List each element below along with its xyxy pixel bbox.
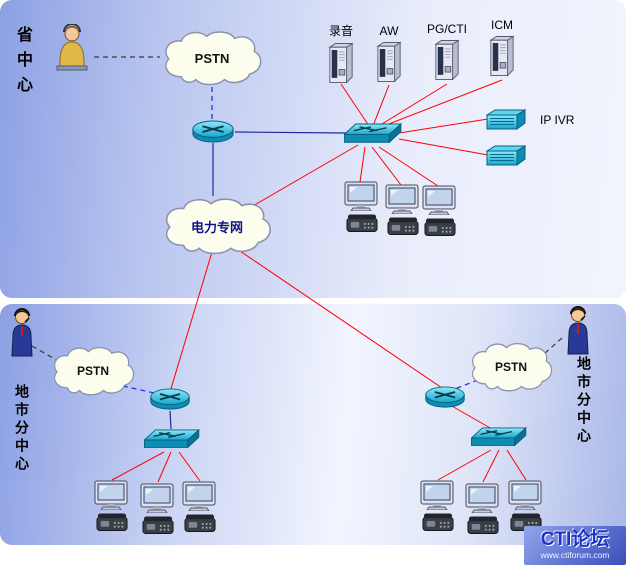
monitor-icon — [140, 483, 176, 513]
caller-icon-city-left — [4, 308, 40, 363]
monitor-icon — [344, 181, 380, 211]
workstation-left-2 — [138, 483, 178, 535]
link-switch-pc-3 — [378, 146, 439, 187]
pstn-cloud-province: PSTN — [158, 28, 266, 88]
ip-ivr-label: IP IVR — [540, 113, 575, 127]
link-caller-pstn-right — [543, 337, 563, 355]
link-switch-ivr-2 — [398, 138, 489, 156]
server-icon — [328, 41, 354, 85]
link-switchleft-pc-2 — [157, 451, 172, 483]
power-network-label: 电力专网 — [190, 219, 243, 235]
link-switch-powercloud — [245, 144, 359, 211]
link-switch-ivr-1 — [398, 118, 489, 134]
workstation-right-3 — [506, 480, 546, 532]
workstation-left-3 — [180, 481, 220, 533]
workstation-province-2 — [383, 184, 423, 236]
link-pstn-router-left — [113, 383, 155, 394]
link-switch-server-aw — [372, 84, 390, 127]
link-switch-pc-2 — [371, 146, 402, 186]
router-icon-city-left — [148, 387, 192, 417]
switch-icon-province — [344, 123, 402, 153]
link-switch-server-icm — [380, 79, 503, 128]
city-center-right-label: 地市分中心 — [576, 356, 592, 446]
server-recording: 录音 — [317, 22, 365, 85]
link-pstn-router-right — [451, 379, 479, 391]
phone-icon — [387, 216, 419, 236]
phone-icon — [184, 513, 216, 533]
province-center-label: 省中心 — [14, 26, 31, 101]
workstation-province-1 — [342, 181, 382, 233]
workstation-left-1 — [92, 480, 132, 532]
pstn-cloud-label: PSTN — [494, 360, 527, 374]
phone-icon — [142, 515, 174, 535]
server-aw: AW — [365, 24, 413, 84]
link-powercloud-router-left — [169, 251, 213, 393]
phone-icon — [346, 213, 378, 233]
pstn-cloud-label: PSTN — [76, 364, 109, 378]
phone-icon — [467, 515, 499, 535]
link-switch-server-recording — [340, 83, 370, 127]
caller-icon-province — [50, 24, 94, 81]
link-switchleft-pc-1 — [111, 451, 165, 481]
workstation-right-2 — [463, 483, 503, 535]
monitor-icon — [422, 185, 458, 215]
ip-ivr-icon-1 — [486, 109, 526, 136]
link-switch-server-pgcti — [376, 83, 448, 128]
server-recording-label: 录音 — [328, 24, 353, 38]
caller-icon-city-right — [560, 306, 596, 361]
pstn-cloud-label: PSTN — [194, 50, 230, 66]
link-switchright-pc-1 — [437, 449, 492, 481]
server-icon — [434, 38, 460, 82]
monitor-icon — [94, 480, 130, 510]
power-network-cloud: 电力专网 — [158, 195, 276, 257]
link-switch-pc-1 — [359, 146, 366, 183]
phone-icon — [96, 512, 128, 532]
link-powercloud-router-right — [239, 250, 446, 391]
watermark-site: www.ctiforum.com — [540, 550, 610, 560]
link-router-switch-left — [169, 410, 172, 430]
server-aw-label: AW — [379, 24, 399, 38]
phone-icon — [422, 512, 454, 532]
link-router-switch-top — [234, 131, 347, 134]
server-pgcti: PG/CTI — [423, 22, 471, 82]
ip-ivr-icon-2 — [486, 145, 526, 172]
monitor-icon — [385, 184, 421, 214]
monitor-icon — [182, 481, 218, 511]
server-icon — [376, 40, 402, 84]
server-icm: ICM — [478, 18, 526, 78]
router-icon-city-right — [423, 385, 467, 415]
router-icon-province — [190, 119, 236, 150]
server-icon — [489, 34, 515, 78]
switch-icon-city-right — [471, 427, 527, 456]
server-icm-label: ICM — [491, 18, 513, 32]
link-switchright-pc-2 — [482, 449, 500, 483]
link-router-switch-right — [449, 404, 493, 430]
link-switchright-pc-3 — [506, 449, 527, 481]
monitor-icon — [465, 483, 501, 513]
monitor-icon — [508, 480, 544, 510]
workstation-province-3 — [420, 185, 460, 237]
monitor-icon — [420, 480, 456, 510]
workstation-right-1 — [418, 480, 458, 532]
switch-icon-city-left — [144, 429, 200, 458]
server-pgcti-label: PG/CTI — [426, 22, 467, 36]
pstn-cloud-city-left: PSTN — [48, 344, 138, 398]
link-switchleft-pc-3 — [178, 451, 201, 482]
watermark-brand: CTI论坛 — [540, 529, 610, 550]
phone-icon — [424, 217, 456, 237]
pstn-cloud-city-right: PSTN — [466, 340, 556, 394]
watermark: CTI论坛 www.ctiforum.com — [524, 526, 626, 565]
city-center-left-label: 地市分中心 — [14, 384, 30, 474]
